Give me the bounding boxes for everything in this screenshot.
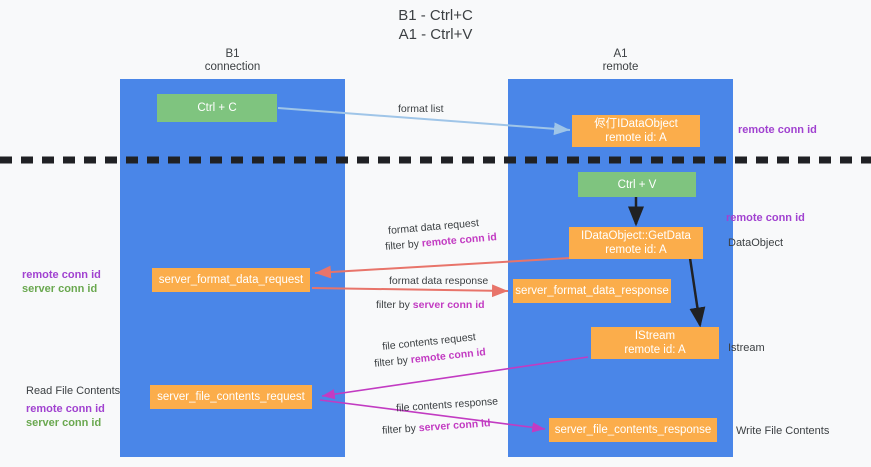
annotation-dataobject: DataObject — [728, 237, 784, 249]
annotation-left-remote-conn-id-2: remote conn id — [26, 403, 105, 415]
node-server-file-contents-request[interactable]: server_file_contents_request — [150, 385, 312, 409]
annotation-write-file-contents: Write File Contents — [736, 425, 830, 437]
annotation-left-remote-conn-id-1: remote conn id — [22, 269, 101, 281]
page-title: B1 - Ctrl+C A1 - Ctrl+V — [398, 7, 473, 43]
edge-label-file-contents-response: file contents response — [395, 395, 499, 415]
annotation-remote-conn-id-top: remote conn id — [738, 124, 817, 136]
node-server-file-contents-response[interactable]: server_file_contents_response — [549, 418, 717, 442]
lane-header-a1: A1 remote — [602, 48, 639, 73]
filter-key: server conn id — [412, 299, 485, 311]
node-ctrl-v[interactable]: Ctrl + V — [578, 172, 696, 197]
annotation-read-file-contents: Read File Contents — [26, 385, 121, 397]
filter-prefix: filter by — [381, 422, 420, 437]
edge-label-format-data-response-filter: filter by server conn id — [376, 298, 485, 312]
node-idataobject-getdata[interactable]: IDataObject::GetData remote id: A — [569, 227, 703, 259]
lane-header-b1: B1 connection — [204, 48, 261, 73]
node-idataobject-remote[interactable]: 侭仃IDataObject remote id: A — [572, 115, 700, 147]
annotation-remote-conn-id-mid: remote conn id — [726, 212, 805, 224]
edge-label-format-data-response: format data response — [389, 275, 489, 287]
node-server-format-data-response[interactable]: server_format_data_response — [513, 279, 671, 303]
filter-key: server conn id — [418, 417, 491, 435]
edge-label-format-list: format list — [398, 103, 444, 115]
filter-prefix: filter by — [373, 354, 412, 370]
node-istream[interactable]: IStream remote id: A — [591, 327, 719, 359]
annotation-istream: Istream — [728, 342, 765, 354]
node-server-format-data-request[interactable]: server_format_data_request — [152, 268, 310, 292]
filter-prefix: filter by — [376, 299, 413, 311]
annotation-left-server-conn-id-2: server conn id — [26, 417, 102, 429]
annotation-left-server-conn-id-1: server conn id — [22, 283, 98, 295]
filter-prefix: filter by — [384, 237, 423, 253]
node-ctrl-c[interactable]: Ctrl + C — [157, 94, 277, 122]
edge-label-file-contents-response-filter: filter by server conn id — [382, 416, 491, 438]
